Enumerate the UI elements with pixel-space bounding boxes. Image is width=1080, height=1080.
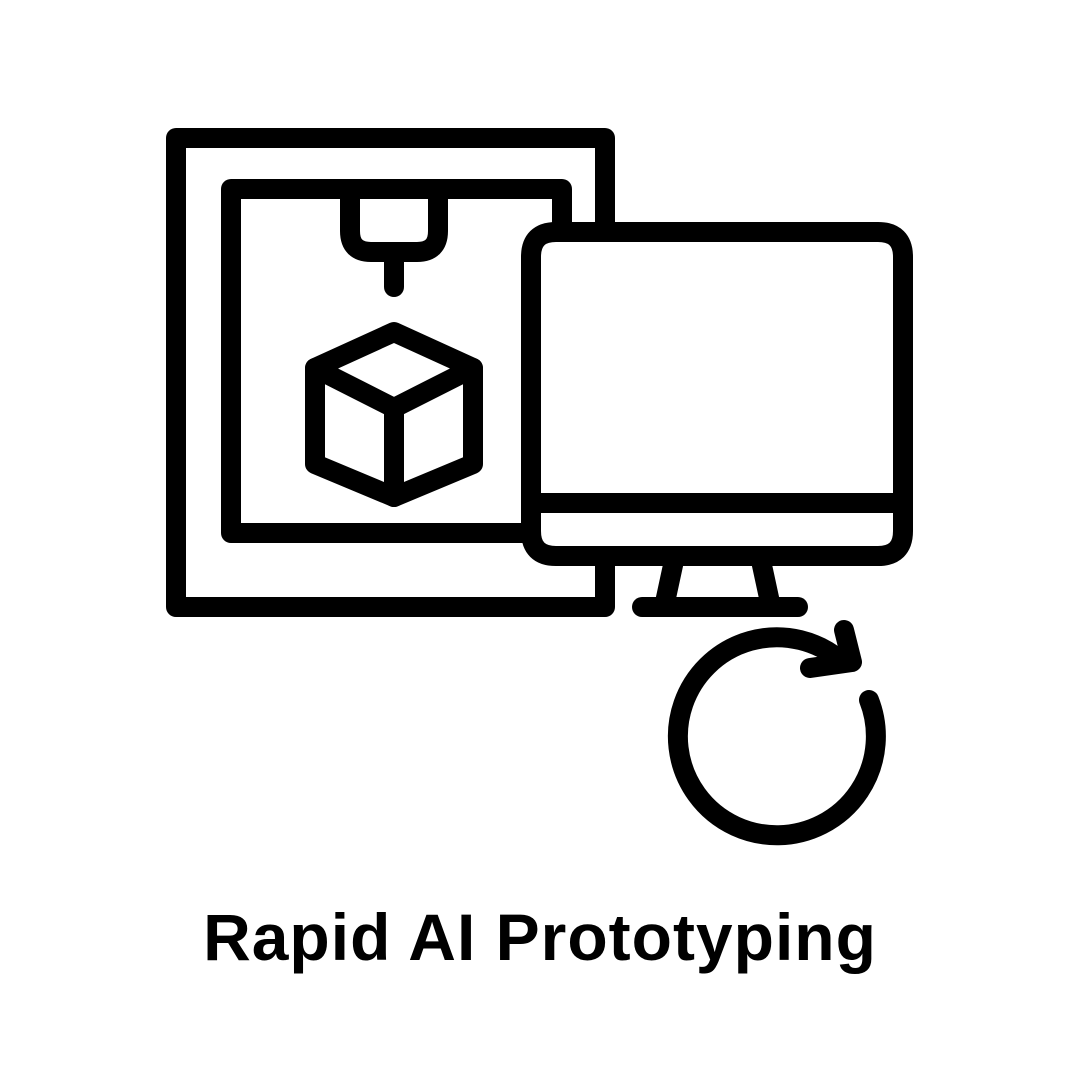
printer-chamber-icon bbox=[221, 179, 572, 543]
monitor-stand-icon bbox=[632, 546, 808, 617]
cube-icon bbox=[305, 322, 483, 507]
computer-monitor-icon bbox=[521, 222, 913, 566]
caption-title: Rapid AI Prototyping bbox=[203, 900, 877, 974]
printer-nozzle-icon bbox=[340, 179, 448, 297]
refresh-arrow-icon bbox=[667, 620, 886, 846]
